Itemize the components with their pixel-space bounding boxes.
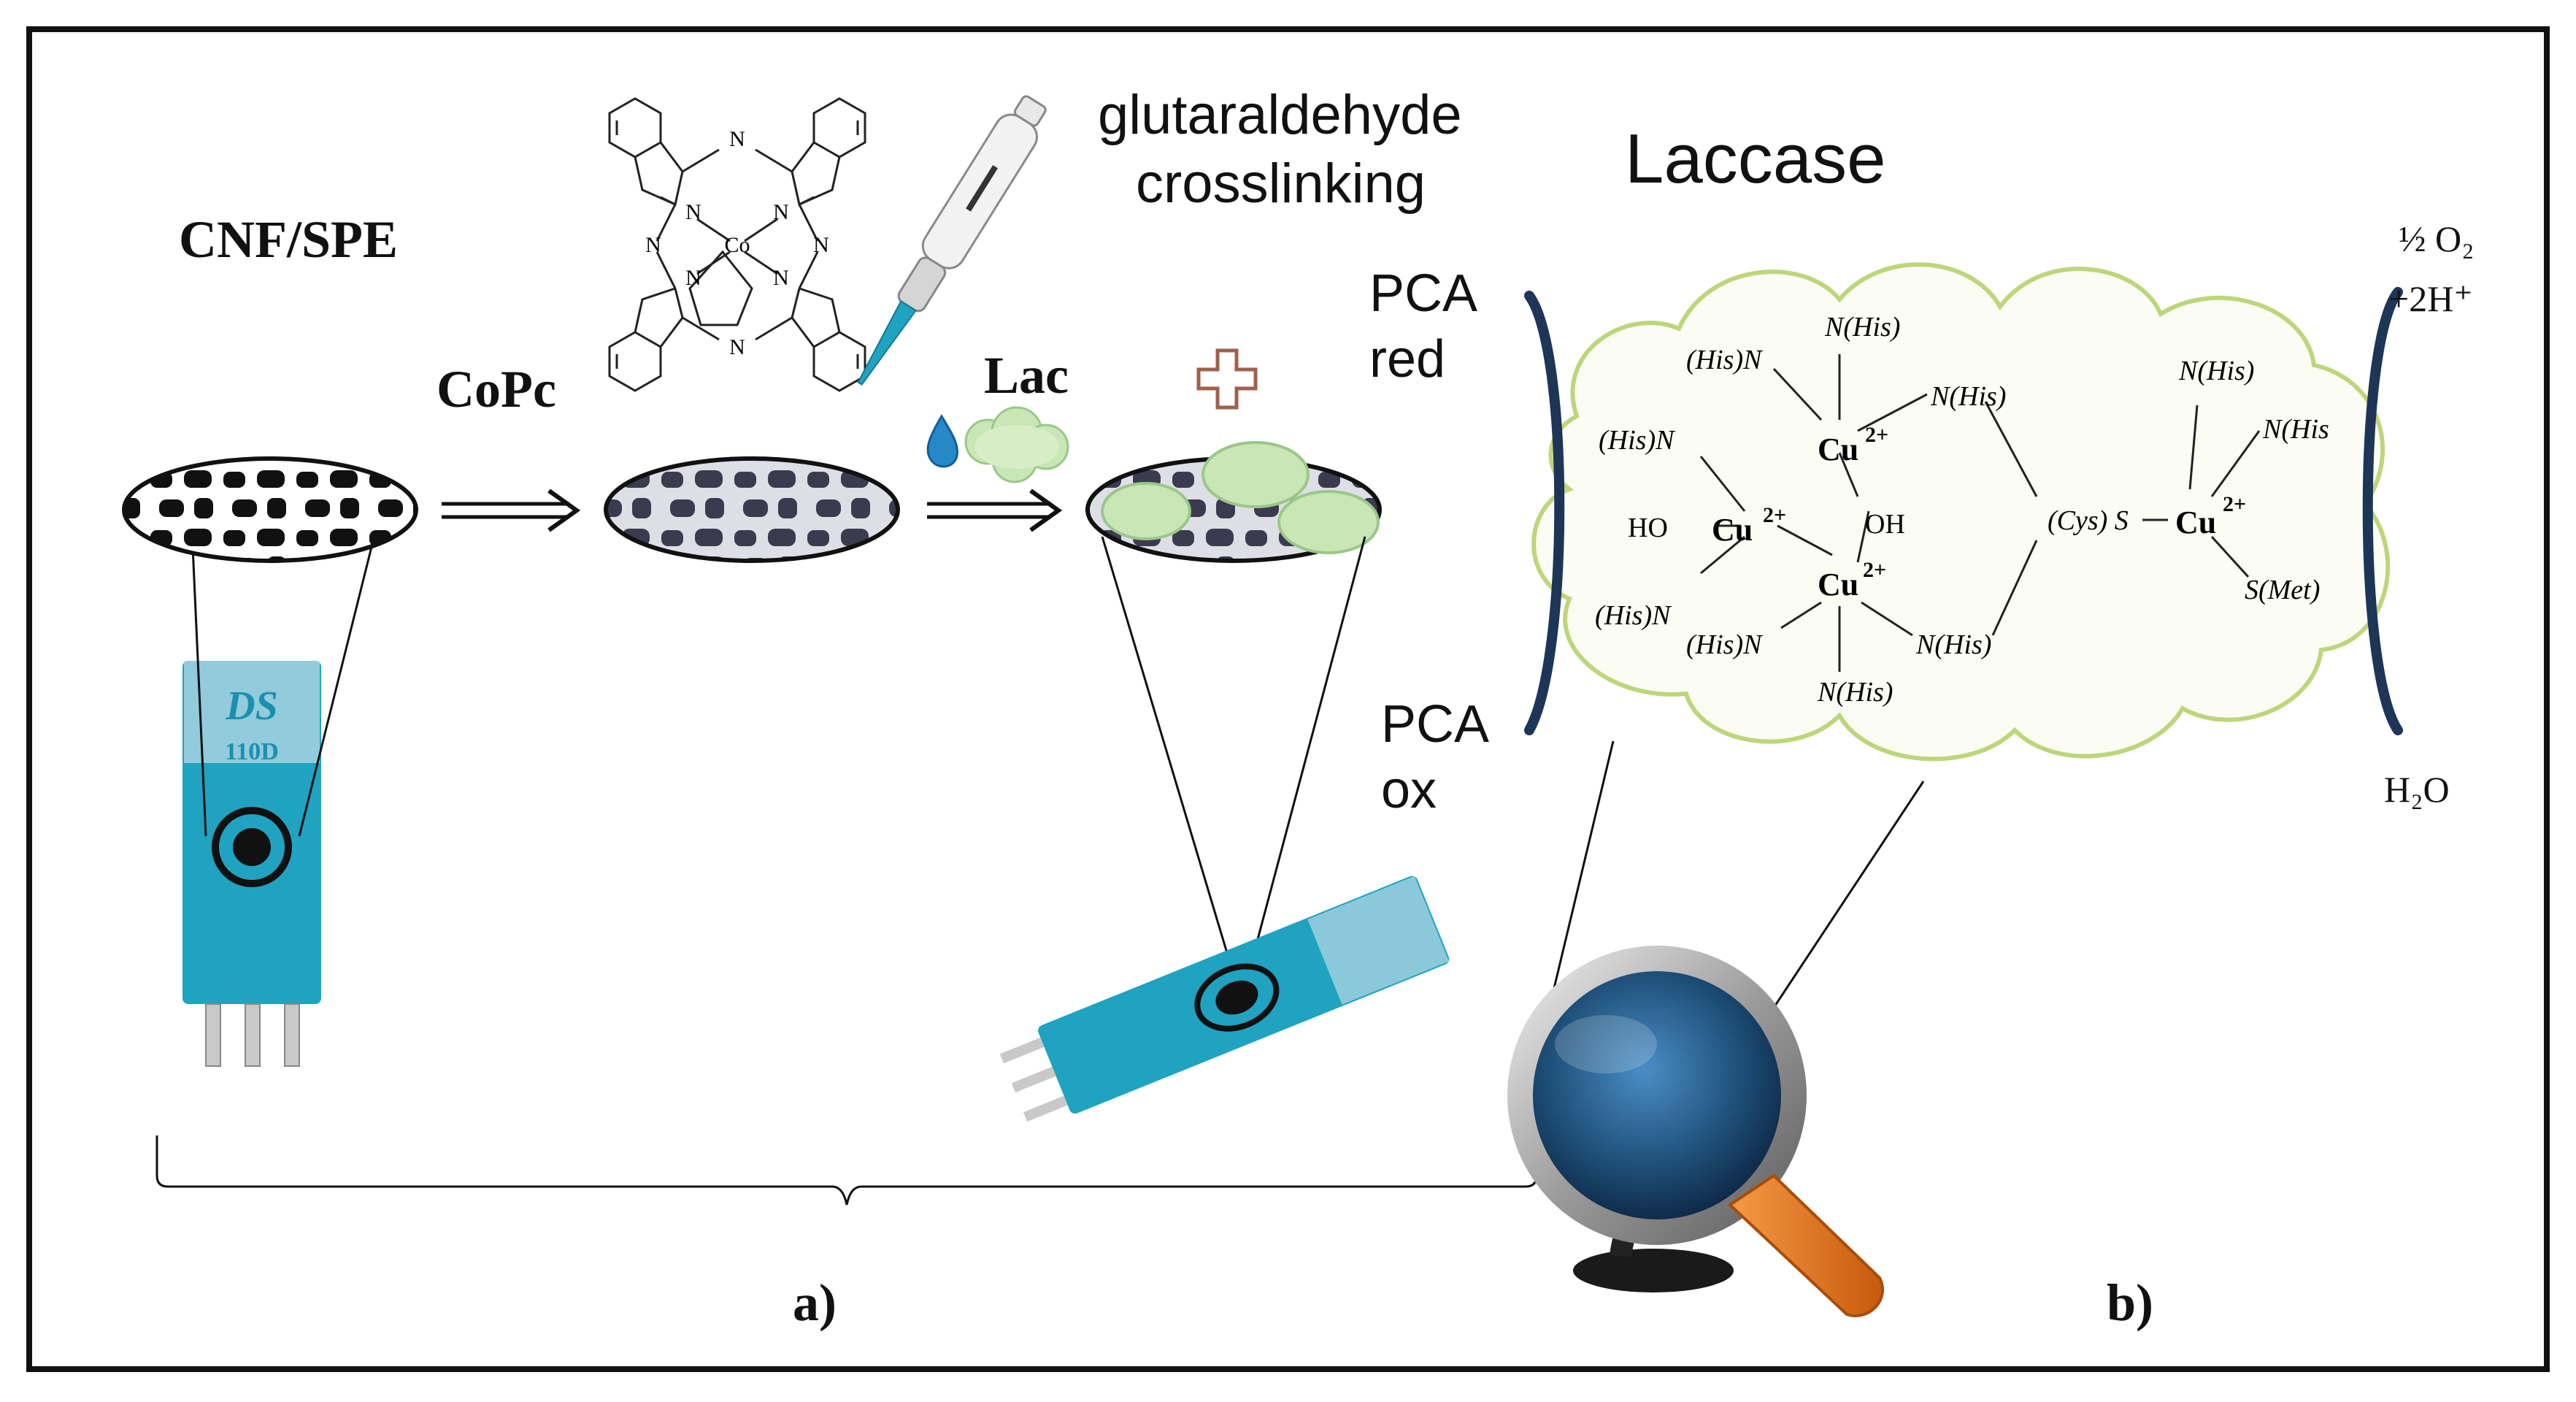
svg-text:N(His): N(His) <box>1817 677 1893 708</box>
screen-printed-electrode-tilted <box>999 876 1450 1122</box>
svg-text:N: N <box>813 233 829 257</box>
svg-text:N(His): N(His) <box>1915 629 1991 660</box>
svg-text:N(His): N(His) <box>2178 356 2254 386</box>
zoom-line <box>1247 536 1366 976</box>
figure-frame <box>26 26 2550 1372</box>
electrode-model-text: 110D <box>225 738 279 765</box>
pca-red-label-suffix: red <box>1369 330 1446 388</box>
pca-ox-label-suffix: ox <box>1381 761 1437 819</box>
enzyme-cloud-icon <box>964 406 1069 483</box>
svg-text:N: N <box>729 335 745 359</box>
svg-text:(His)N: (His)N <box>1686 629 1764 660</box>
panel-a-brace <box>155 1135 1538 1206</box>
svg-text:OH: OH <box>1865 509 1905 540</box>
right-bracket <box>2362 287 2403 735</box>
laccase-cloud <box>1531 262 2391 762</box>
glutaraldehyde-label: glutaraldehyde <box>1098 84 1462 146</box>
svg-text:N(His): N(His) <box>1824 312 1900 342</box>
svg-text:2+: 2+ <box>1863 558 1886 582</box>
zoom-line <box>298 514 381 837</box>
zoom-line <box>1101 536 1235 976</box>
svg-text:(His)N: (His)N <box>1595 600 1672 631</box>
micropipette-icon <box>857 95 1047 386</box>
svg-text:N: N <box>773 200 789 224</box>
cobalt-phthalocyanine-structure <box>608 97 866 392</box>
immobilized-enzyme-icon <box>1101 441 1380 554</box>
svg-text:HO: HO <box>1628 513 1668 543</box>
svg-text:N(His: N(His <box>2262 414 2329 445</box>
svg-text:(Cys) S: (Cys) S <box>2048 505 2129 536</box>
copper-site-labels: (His)N N(His) N(His) (His)N Cu 2+ HO Cu … <box>1595 312 2329 708</box>
svg-text:N: N <box>773 266 789 290</box>
svg-text:N: N <box>729 127 745 151</box>
svg-text:2+: 2+ <box>2223 492 2246 516</box>
water-label: H₂O <box>2384 769 2450 810</box>
svg-text:N: N <box>685 200 701 224</box>
copper-site-bonds <box>1699 354 2261 672</box>
svg-text:(His)N: (His)N <box>1599 425 1676 456</box>
svg-text:Cu: Cu <box>1818 567 1858 602</box>
svg-text:N: N <box>685 266 701 290</box>
pca-red-label: PCA <box>1369 264 1478 323</box>
reaction-arrow <box>927 489 1063 532</box>
magnifying-glass-icon <box>1507 946 1884 1317</box>
svg-text:2+: 2+ <box>1763 503 1786 527</box>
zoom-line <box>190 514 207 837</box>
svg-text:N: N <box>645 233 661 257</box>
left-bracket <box>1524 291 1565 735</box>
screen-printed-electrode-vertical: DS 110D <box>182 514 381 1067</box>
surface-zoom-copc <box>604 456 900 563</box>
panel-b-label: b) <box>2107 1273 2154 1332</box>
half-oxygen-label: ½ O₂ <box>2399 218 2475 259</box>
zoom-line <box>1550 740 1615 1001</box>
svg-text:S(Met): S(Met) <box>2245 575 2320 605</box>
zoom-line <box>1765 781 1925 1019</box>
svg-text:2+: 2+ <box>1865 423 1888 447</box>
panel-a-label: a) <box>793 1273 837 1332</box>
lac-label: Lac <box>984 346 1069 405</box>
water-drop-icon <box>926 414 958 468</box>
electrode-brand-text: DS <box>225 683 278 729</box>
copc-label: CoPc <box>437 360 556 418</box>
svg-text:Cu: Cu <box>1712 512 1753 548</box>
protons-label: +2H⁺ <box>2388 278 2473 319</box>
crosslinking-label: crosslinking <box>1136 153 1426 215</box>
svg-text:Cu: Cu <box>1818 432 1858 467</box>
svg-text:N(His): N(His) <box>1930 381 2006 412</box>
laccase-title: Laccase <box>1625 120 1886 198</box>
cnf-spe-label: CNF/SPE <box>179 210 399 269</box>
svg-text:Cu: Cu <box>2175 505 2216 540</box>
svg-text:Co: Co <box>724 233 750 257</box>
plus-icon <box>1196 348 1258 410</box>
svg-text:(His)N: (His)N <box>1686 345 1764 375</box>
reaction-arrow <box>442 489 581 532</box>
pca-ox-label: PCA <box>1381 695 1490 754</box>
surface-zoom-cnf <box>122 456 418 563</box>
molecule-atom-labels: N N N Co N N N N N <box>645 127 829 359</box>
